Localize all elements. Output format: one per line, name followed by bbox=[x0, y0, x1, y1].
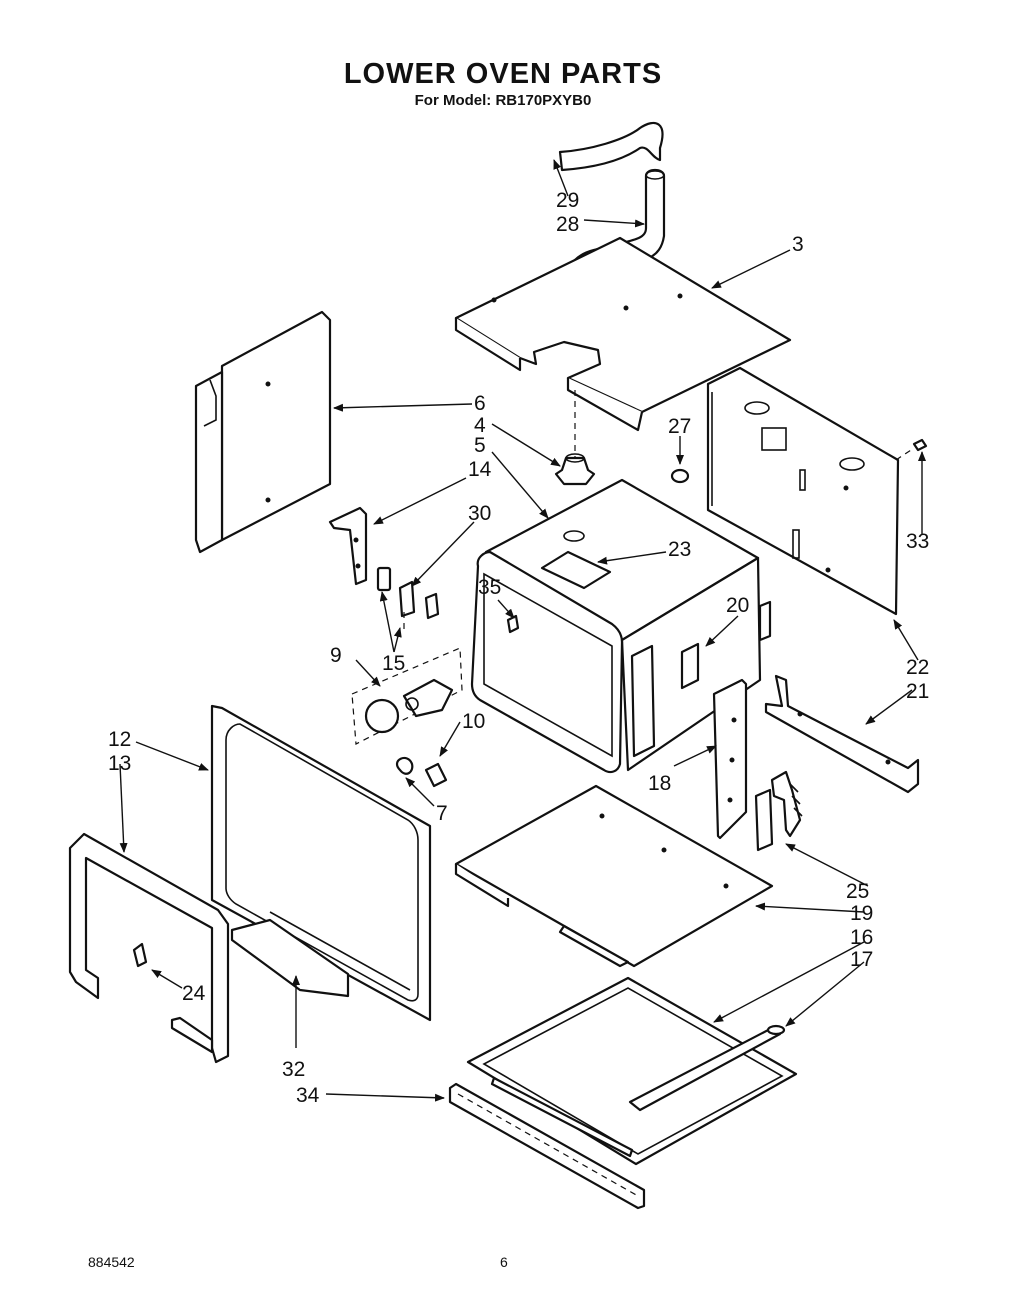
callout-25: 25 bbox=[846, 880, 869, 903]
rail-part bbox=[764, 674, 920, 794]
callout-29: 29 bbox=[556, 189, 579, 212]
top-panel-part bbox=[454, 236, 792, 432]
hinge-part bbox=[754, 770, 803, 852]
callout-35: 35 bbox=[478, 576, 501, 599]
callout-4: 4 bbox=[474, 414, 486, 437]
callout-19: 19 bbox=[850, 902, 873, 925]
callout-22: 22 bbox=[906, 656, 929, 679]
callout-14: 14 bbox=[468, 458, 492, 481]
door-frame-part bbox=[210, 704, 432, 1022]
callout-3: 3 bbox=[792, 233, 804, 256]
rear-panel-part bbox=[706, 366, 900, 616]
callout-34: 34 bbox=[296, 1084, 320, 1107]
callout-32: 32 bbox=[282, 1058, 305, 1081]
oven-cavity-part bbox=[470, 478, 772, 774]
plug-part bbox=[670, 468, 690, 484]
bracket-part bbox=[328, 506, 368, 586]
bottom-panel-part bbox=[454, 784, 774, 968]
callout-10: 10 bbox=[462, 710, 485, 733]
callout-33: 33 bbox=[906, 530, 929, 553]
light-assembly-part bbox=[351, 647, 463, 788]
callout-12: 12 bbox=[108, 728, 131, 751]
callout-28: 28 bbox=[556, 213, 579, 236]
document-number: 884542 bbox=[88, 1254, 135, 1270]
callout-16: 16 bbox=[850, 926, 873, 949]
page-number: 6 bbox=[500, 1254, 508, 1270]
left-side-panel-part bbox=[194, 310, 332, 554]
callout-labels: 29 28 3 6 4 5 27 14 30 23 33 35 20 22 21… bbox=[108, 189, 929, 1107]
callout-24: 24 bbox=[182, 982, 206, 1005]
vent-strip-part bbox=[448, 1082, 646, 1210]
callout-7: 7 bbox=[436, 802, 448, 825]
callout-30: 30 bbox=[468, 502, 491, 525]
page-title: LOWER OVEN PARTS bbox=[343, 58, 663, 90]
callout-5: 5 bbox=[474, 434, 486, 457]
callout-21: 21 bbox=[906, 680, 929, 703]
callout-13: 13 bbox=[108, 752, 131, 775]
callout-9: 9 bbox=[330, 644, 342, 667]
door-gasket-part bbox=[68, 832, 230, 1064]
floor-panel-part bbox=[466, 976, 798, 1166]
leader-lines bbox=[119, 159, 926, 1102]
callout-6: 6 bbox=[474, 392, 486, 415]
callout-23: 23 bbox=[668, 538, 691, 561]
callout-15: 15 bbox=[382, 652, 405, 675]
side-bracket-part bbox=[712, 678, 748, 840]
clips-part bbox=[376, 566, 440, 630]
callout-20: 20 bbox=[726, 594, 749, 617]
model-subtitle: For Model: RB170PXYB0 bbox=[414, 92, 592, 109]
callout-27: 27 bbox=[668, 415, 691, 438]
clip-part bbox=[895, 438, 928, 461]
callout-18: 18 bbox=[648, 772, 671, 795]
callout-17: 17 bbox=[850, 948, 873, 971]
